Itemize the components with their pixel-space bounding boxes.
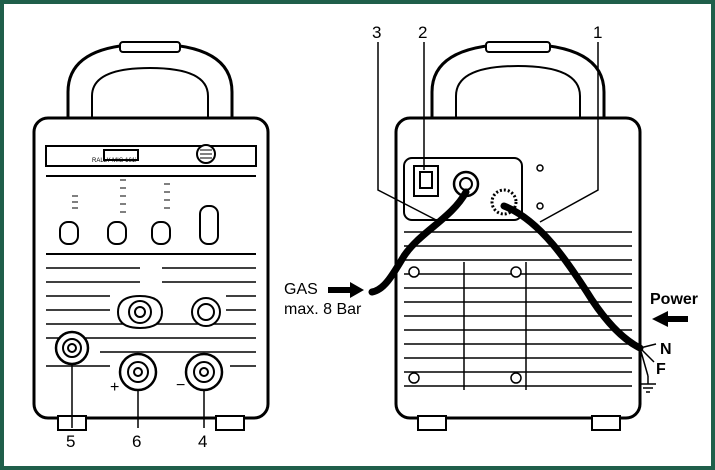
leader-1 — [539, 42, 599, 223]
callout-3: 3 — [372, 23, 381, 42]
leader-3 — [377, 42, 441, 223]
mains-wires — [639, 343, 657, 393]
power-arrow — [652, 311, 688, 327]
gas-arrow — [328, 282, 364, 298]
plus-symbol: + — [110, 379, 119, 396]
front-button-2 — [107, 221, 127, 245]
front-handle-inner — [91, 66, 209, 118]
front-button-1 — [59, 221, 79, 245]
front-view — [32, 41, 270, 431]
neutral-label: N — [660, 341, 672, 358]
front-top-strip — [45, 145, 257, 167]
power-label: Power — [650, 291, 698, 308]
callout-6: 6 — [132, 432, 141, 451]
phase-label: F — [656, 361, 666, 378]
minus-symbol: − — [176, 377, 185, 394]
callout-5: 5 — [66, 432, 75, 451]
gas-label: GAS — [284, 281, 318, 298]
callout-2: 2 — [418, 23, 427, 42]
front-body — [32, 116, 270, 420]
front-button-3 — [151, 221, 171, 245]
front-button-4 — [199, 205, 219, 245]
callout-4: 4 — [198, 432, 207, 451]
rear-louvers — [404, 231, 632, 390]
front-model-label: RALLY MIG 161i — [92, 158, 136, 164]
callout-1: 1 — [593, 23, 602, 42]
mains-cable — [500, 202, 644, 352]
gas-pressure-label: max. 8 Bar — [284, 301, 362, 318]
gas-hose — [368, 188, 470, 296]
